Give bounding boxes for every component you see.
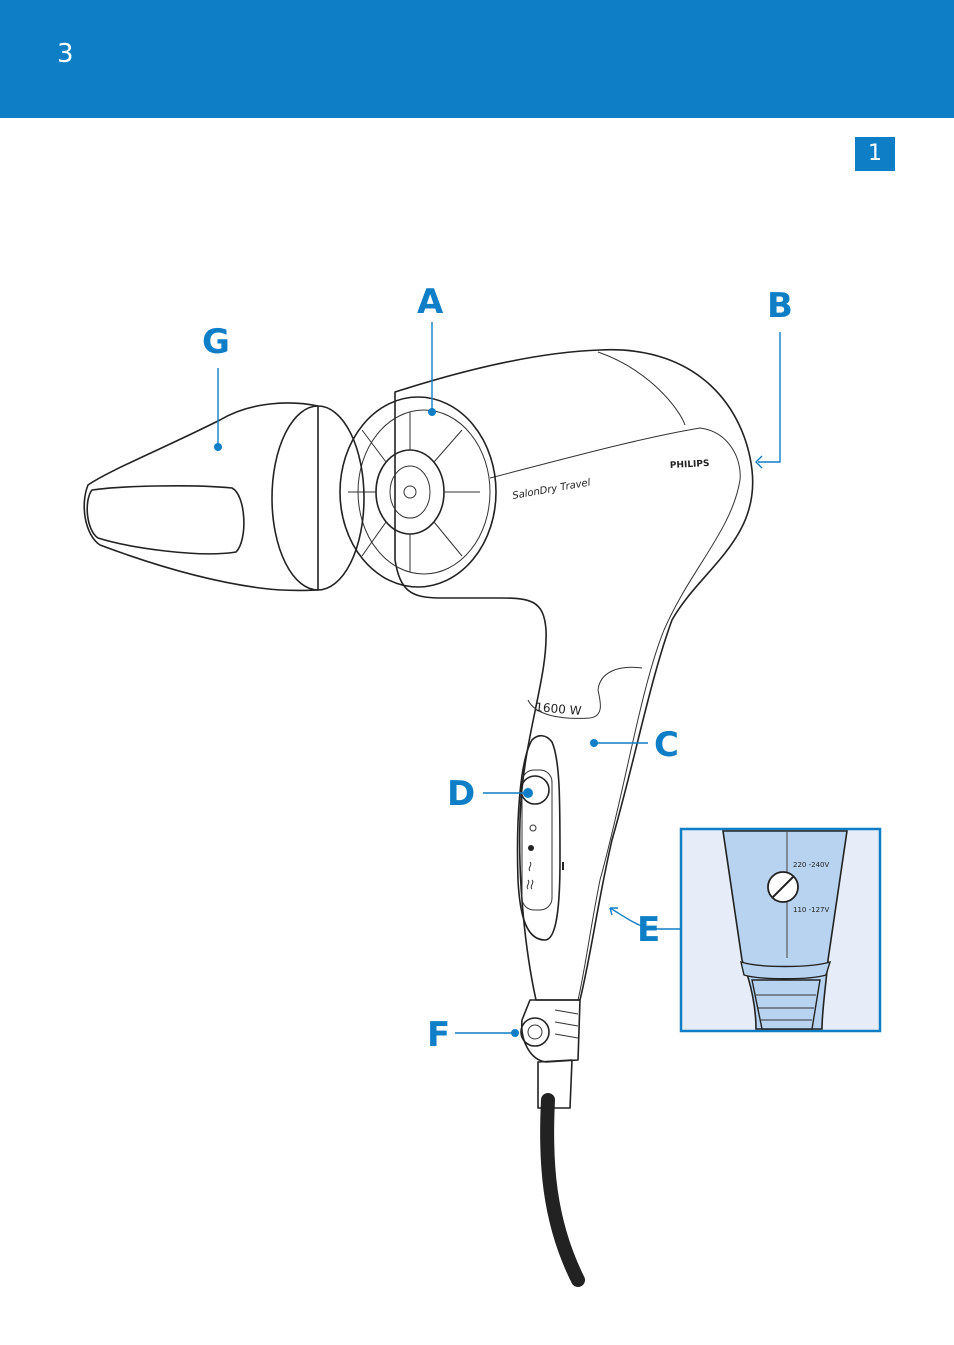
power-rating-panel [527, 666, 643, 719]
callout-g: G [202, 322, 230, 362]
power-switch-button [520, 775, 550, 805]
callout-b: B [767, 286, 793, 326]
model-name-print: SalonDry Travel [512, 477, 592, 502]
page-number: 3 [57, 39, 74, 69]
dryer-body [394, 349, 754, 1001]
concentrator-nozzle [83, 402, 365, 592]
callout-c: C [654, 725, 679, 765]
power-rating-print: 1600 W [535, 700, 582, 718]
callout-e: E [637, 910, 660, 950]
voltage-selector-inset: 220 -240V 110 -127V [679, 827, 882, 1033]
callout-f: F [427, 1015, 450, 1055]
hanging-loop [521, 999, 581, 1063]
power-cord [540, 1093, 585, 1287]
callout-a: A [417, 282, 444, 322]
header-bar [0, 0, 954, 118]
voltage-label-low: 110 -127V [793, 906, 829, 914]
switch-panel [516, 734, 561, 941]
figure-number-badge: 1 [855, 137, 895, 171]
air-inlet-grille [339, 396, 497, 588]
voltage-label-high: 220 -240V [793, 861, 829, 869]
brand-logo: PHILIPS [670, 459, 710, 471]
callout-d: D [447, 774, 475, 814]
